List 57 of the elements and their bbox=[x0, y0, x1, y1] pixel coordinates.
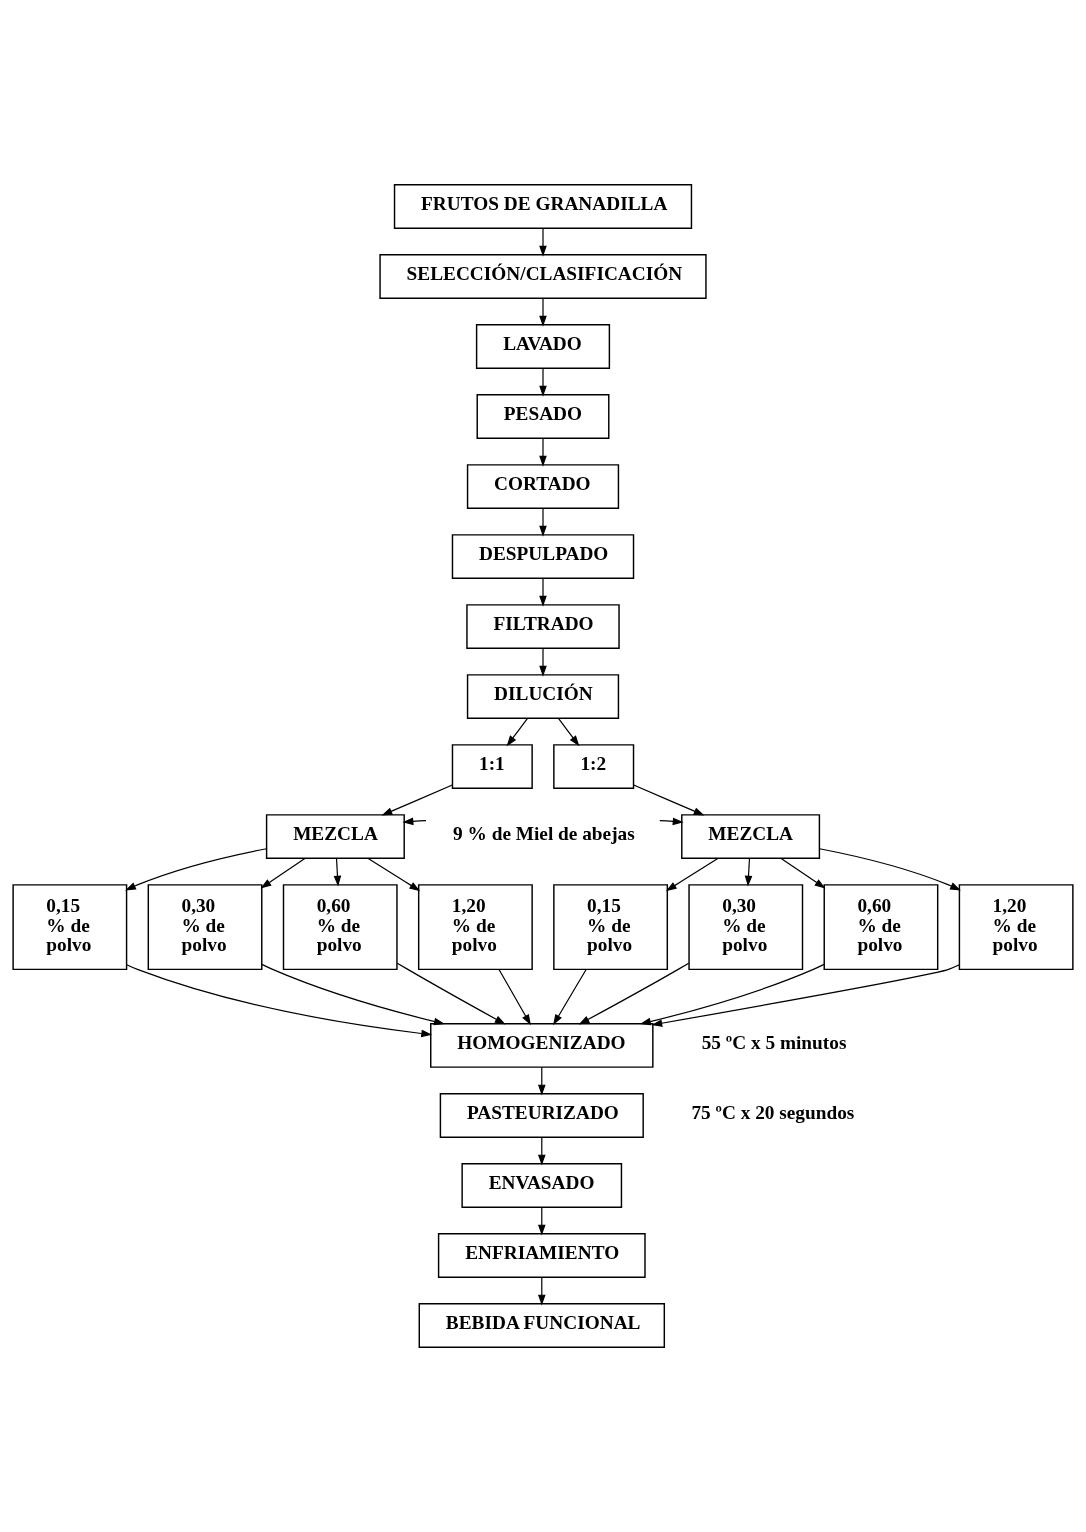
arrow bbox=[553, 968, 587, 1026]
node-box: MEZCLA bbox=[681, 814, 821, 860]
arrow bbox=[333, 858, 342, 887]
node-box: 0,30 % de polvo bbox=[688, 884, 804, 971]
node-box: PASTEURIZADO bbox=[439, 1092, 644, 1138]
arrow bbox=[396, 962, 506, 1025]
arrow bbox=[539, 577, 547, 607]
node-box: 0,60 % de polvo bbox=[282, 884, 398, 971]
arrow bbox=[665, 857, 719, 892]
arrow bbox=[818, 848, 961, 891]
node-box: ENVASADO bbox=[461, 1163, 623, 1208]
arrow bbox=[539, 227, 547, 257]
arrow bbox=[126, 964, 433, 1038]
arrow bbox=[633, 784, 705, 816]
node-box: 1:1 bbox=[451, 744, 533, 790]
arrow bbox=[381, 784, 453, 816]
arrow bbox=[578, 962, 690, 1025]
node-box: DESPULPADO bbox=[451, 534, 635, 580]
node-box: 1,20 % de polvo bbox=[958, 884, 1074, 971]
node-box: 0,15 % de polvo bbox=[553, 884, 669, 971]
node-box: LAVADO bbox=[475, 324, 611, 369]
node-box: DILUCIÓN bbox=[466, 674, 620, 720]
arrow bbox=[539, 367, 547, 397]
node-box: ENFRIAMIENTO bbox=[437, 1233, 646, 1278]
node-box: HOMOGENIZADO bbox=[430, 1022, 654, 1068]
arrow bbox=[539, 507, 547, 537]
node-box: 0,60 % de polvo bbox=[823, 884, 939, 971]
arrow bbox=[539, 647, 547, 677]
node-box: BEBIDA FUNCIONAL bbox=[418, 1303, 666, 1348]
node-box: CORTADO bbox=[466, 464, 620, 510]
arrow bbox=[402, 817, 427, 826]
node-box: SELECCIÓN/CLASIFICACIÓN bbox=[379, 254, 707, 299]
arrow bbox=[506, 717, 529, 747]
arrow bbox=[744, 858, 753, 887]
arrow bbox=[261, 963, 445, 1026]
arrow bbox=[539, 297, 547, 327]
node-box: 1,20 % de polvo bbox=[417, 884, 533, 971]
node-box: PESADO bbox=[476, 394, 610, 440]
arrow bbox=[367, 857, 421, 892]
node-box: 1:2 bbox=[553, 744, 635, 790]
node-text: 9 % de Miel de abejas bbox=[453, 822, 635, 844]
node-box: FILTRADO bbox=[466, 604, 620, 650]
arrow bbox=[659, 817, 684, 826]
node-label: 55 ºC x 5 minutos bbox=[701, 1031, 847, 1053]
arrow bbox=[780, 857, 826, 889]
arrow bbox=[651, 964, 960, 1027]
node-box: MEZCLA bbox=[265, 814, 405, 860]
arrow bbox=[260, 857, 306, 889]
node-label: 75 ºC x 20 segundos bbox=[691, 1101, 855, 1123]
node-box: 0,30 % de polvo bbox=[147, 884, 263, 971]
node-box: 0,15 % de polvo bbox=[12, 884, 128, 971]
arrow bbox=[557, 717, 580, 747]
arrow bbox=[125, 848, 268, 891]
arrow bbox=[539, 437, 547, 467]
node-box: FRUTOS DE GRANADILLA bbox=[393, 184, 693, 229]
arrow bbox=[640, 963, 825, 1026]
arrow bbox=[498, 968, 531, 1026]
